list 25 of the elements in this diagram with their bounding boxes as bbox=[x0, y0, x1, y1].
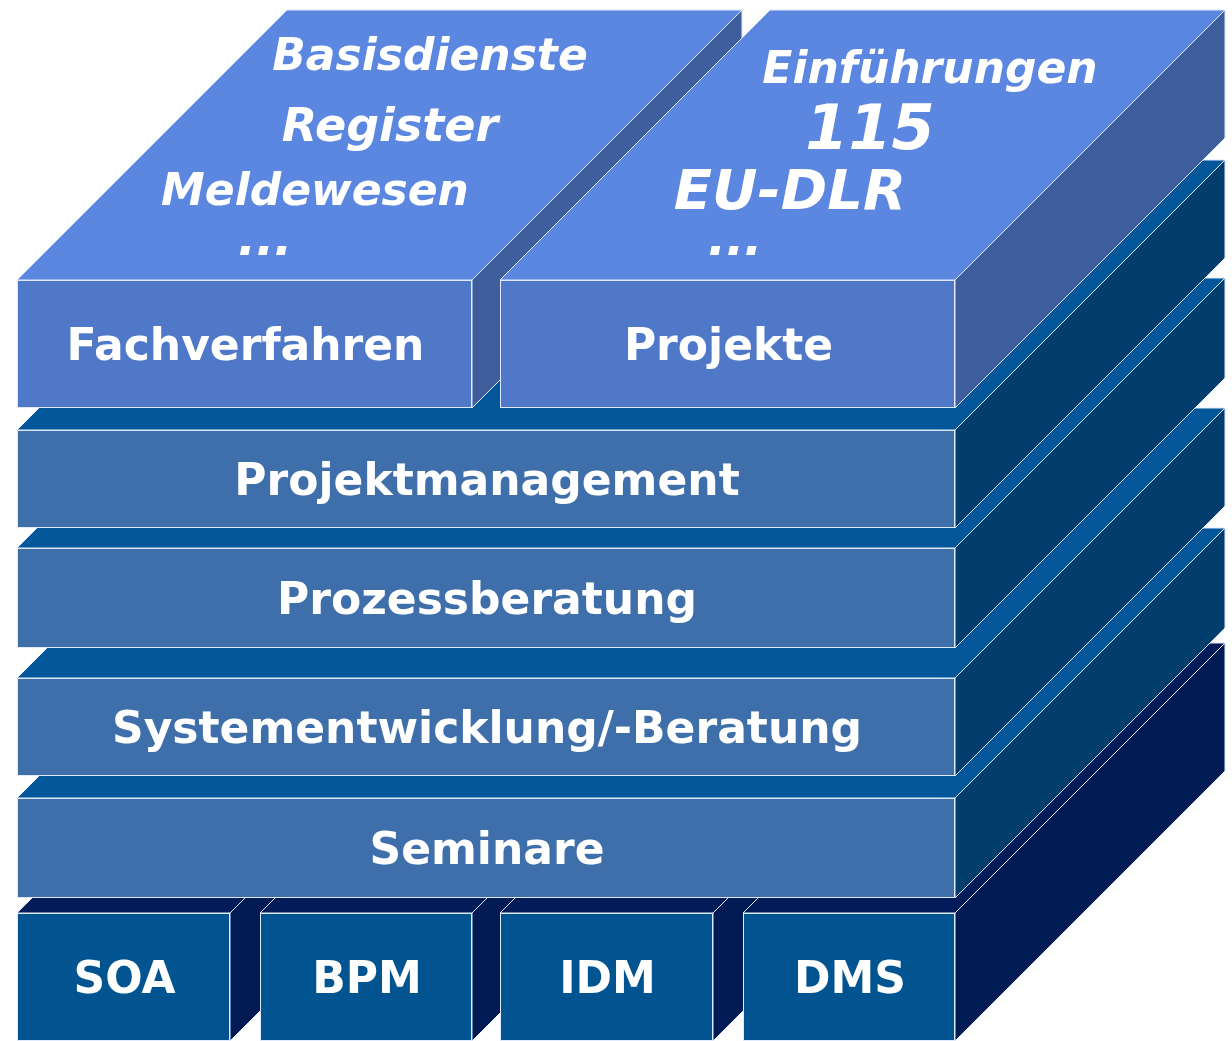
top-face-label: Basisdienste bbox=[272, 33, 588, 77]
block-label: BPM bbox=[312, 956, 422, 1000]
block-label: DMS bbox=[794, 956, 906, 1000]
top-face-label: ... bbox=[237, 214, 293, 262]
layer-block bbox=[17, 678, 955, 776]
block-label: IDM bbox=[559, 956, 656, 1000]
block-label: SOA bbox=[73, 956, 176, 1000]
layer-block bbox=[17, 548, 955, 648]
top-face-label: Meldewesen bbox=[161, 168, 469, 212]
layer-block bbox=[743, 913, 955, 1041]
block-label: Seminare bbox=[369, 827, 605, 871]
block-label: Systementwicklung/-Beratung bbox=[111, 706, 863, 750]
layer-block bbox=[500, 913, 713, 1041]
block-label: Fachverfahren bbox=[66, 323, 425, 367]
block-label: Projekte bbox=[623, 323, 834, 367]
layer-block bbox=[17, 913, 230, 1041]
top-face-label: 115 bbox=[805, 97, 935, 159]
block-label: Prozessberatung bbox=[277, 577, 697, 621]
layer-block bbox=[17, 798, 955, 898]
layer-block bbox=[17, 430, 955, 528]
layer-block bbox=[17, 280, 472, 408]
layer-block bbox=[260, 913, 472, 1041]
top-face-label: Einführungen bbox=[762, 46, 1098, 90]
layer-block bbox=[500, 280, 955, 408]
block-label: Projektmanagement bbox=[234, 458, 740, 502]
